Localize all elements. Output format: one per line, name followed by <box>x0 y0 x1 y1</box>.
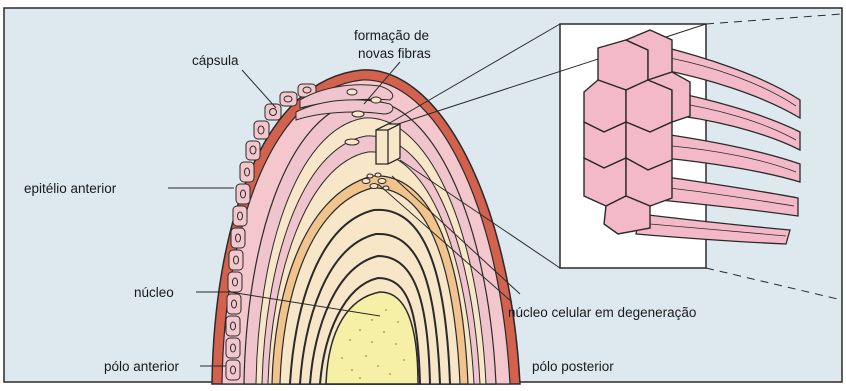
label-new-fibers-1: formação de <box>354 28 429 43</box>
label-posterior-pole: pólo posterior <box>532 359 614 374</box>
label-nucleus: núcleo <box>134 285 174 300</box>
label-new-fibers-2: novas fibras <box>358 46 431 61</box>
label-degenerating-nucleus: núcleo celular em degeneração <box>508 305 696 320</box>
label-capsule: cápsula <box>192 53 239 68</box>
label-anterior-epithelium: epitélio anterior <box>24 181 117 196</box>
sampling-box <box>376 124 400 164</box>
label-anterior-pole: pólo anterior <box>104 359 180 374</box>
